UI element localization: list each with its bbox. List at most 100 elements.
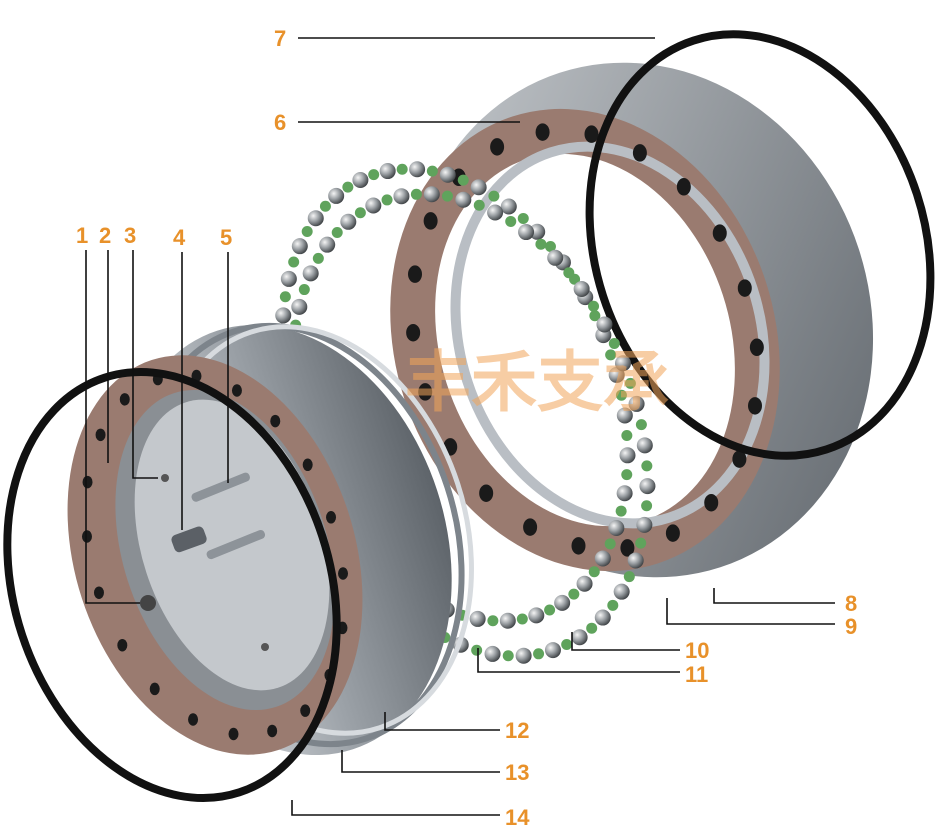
chain-lower-spacer [624,377,636,389]
chain-upper-ball [499,612,516,629]
bolt-hole [93,586,104,599]
chain-lower-ball [515,647,532,664]
callout-3: 3 [124,223,136,248]
chain-upper-spacer [488,190,500,202]
chain-upper-spacer [588,566,600,578]
grease-nipple [161,474,169,482]
bolt-hole [270,414,281,428]
chain-lower-ball [573,280,590,297]
chain-upper-ball [576,575,593,592]
bolt-hole [632,144,647,162]
chain-lower-spacer [641,460,653,472]
chain-upper-spacer [615,505,627,517]
chain-lower-spacer [312,252,324,264]
chain-lower-ball [636,437,653,454]
chain-upper-spacer [279,291,291,303]
chain-lower-ball [639,478,656,495]
chain-lower-spacer [586,622,598,634]
chain-upper-spacer [342,181,354,193]
chain-upper-spacer [301,226,313,238]
fittings [140,472,269,651]
bolt-hole [338,567,349,580]
bolt-hole [737,279,752,297]
outer-gear-ring [390,62,874,578]
chain-upper-ball [500,198,517,215]
chain-upper-ball [554,594,571,611]
chain-upper-ball [328,187,345,204]
watermark: 丰禾支承 [405,344,669,421]
chain-upper-ball [529,223,546,240]
callout-11: 11 [685,662,708,687]
chain-lower-ball [487,204,504,221]
bolt-hole [535,123,550,141]
chain-upper-spacer [426,165,438,177]
chain-upper-ball [439,166,456,183]
callout-5: 5 [220,225,232,250]
bolt-hole [300,704,311,717]
chain-lower-ball [596,316,613,333]
callout-13: 13 [505,760,529,785]
bolt-hole [82,475,93,489]
chain-upper-ball [379,163,396,180]
chain-upper-ball [608,519,625,536]
chain-upper-ball [616,485,633,502]
chain-lower-spacer [608,337,620,349]
chain-upper-spacer [457,174,469,186]
chain-upper-spacer [368,169,380,181]
chain-upper-ball [352,172,369,189]
screw [261,643,269,651]
bolt-hole [81,530,92,543]
chain-lower-ball [571,629,588,646]
bolt-hole [732,450,747,468]
callout-9: 9 [845,614,857,639]
chain-lower-spacer [441,190,453,202]
chain-lower-ball [518,224,535,241]
chain-upper-ball [409,161,426,178]
bolt-hole [231,384,242,397]
bolt-hole [149,682,160,696]
bolt-hole [406,323,421,342]
callout-1: 1 [76,223,88,248]
bolt-hole [95,428,106,442]
chain-upper-ball [307,210,324,227]
seal-ring-bottom [3,367,341,803]
chain-upper-ball [594,550,611,567]
chain-lower-spacer [331,226,343,238]
chain-lower-spacer [561,639,573,651]
chain-lower-ball [484,645,501,662]
bolt-hole [665,524,680,542]
chain-upper-ball [608,366,625,383]
inner-ring [67,322,474,755]
bolt-hole [749,338,764,357]
chain-lower-spacer [298,284,310,296]
bolt-hole [747,397,762,415]
bolt-hole [479,484,494,502]
chain-upper-spacer [605,349,617,361]
bolt-hole [423,212,438,230]
bolt-hole [676,178,691,196]
callout-14: 14 [505,805,530,830]
chain-upper-ball [470,179,487,196]
gear-ring-bolt-holes [406,123,764,557]
chain-lower-spacer [635,419,647,431]
chain-upper-ball [619,447,636,464]
bolt-hole [408,265,423,283]
chain-lower-ball [614,355,631,372]
bolt-hole [490,138,505,156]
chain-lower-ball [613,583,630,600]
chain-lower-spacer [641,500,653,512]
chain-lower-spacer [623,571,635,583]
inner-ring-bolt-holes [81,369,349,741]
taper-pin-2 [206,529,266,560]
chain-upper-ball [469,610,486,627]
chain-lower-spacer [410,188,422,200]
bolt-hole [704,493,719,512]
chain-lower-spacer [471,644,483,656]
chain-upper-spacer [487,615,499,627]
callout-labels: 1 2 3 4 5 6 7 8 9 10 11 12 13 14 [76,26,857,830]
chain-lower-ball [319,236,336,253]
chain-upper-ball [291,238,308,255]
chain-lower-spacer [505,215,517,227]
callout-8: 8 [845,591,857,616]
bolt-hole [712,224,727,242]
